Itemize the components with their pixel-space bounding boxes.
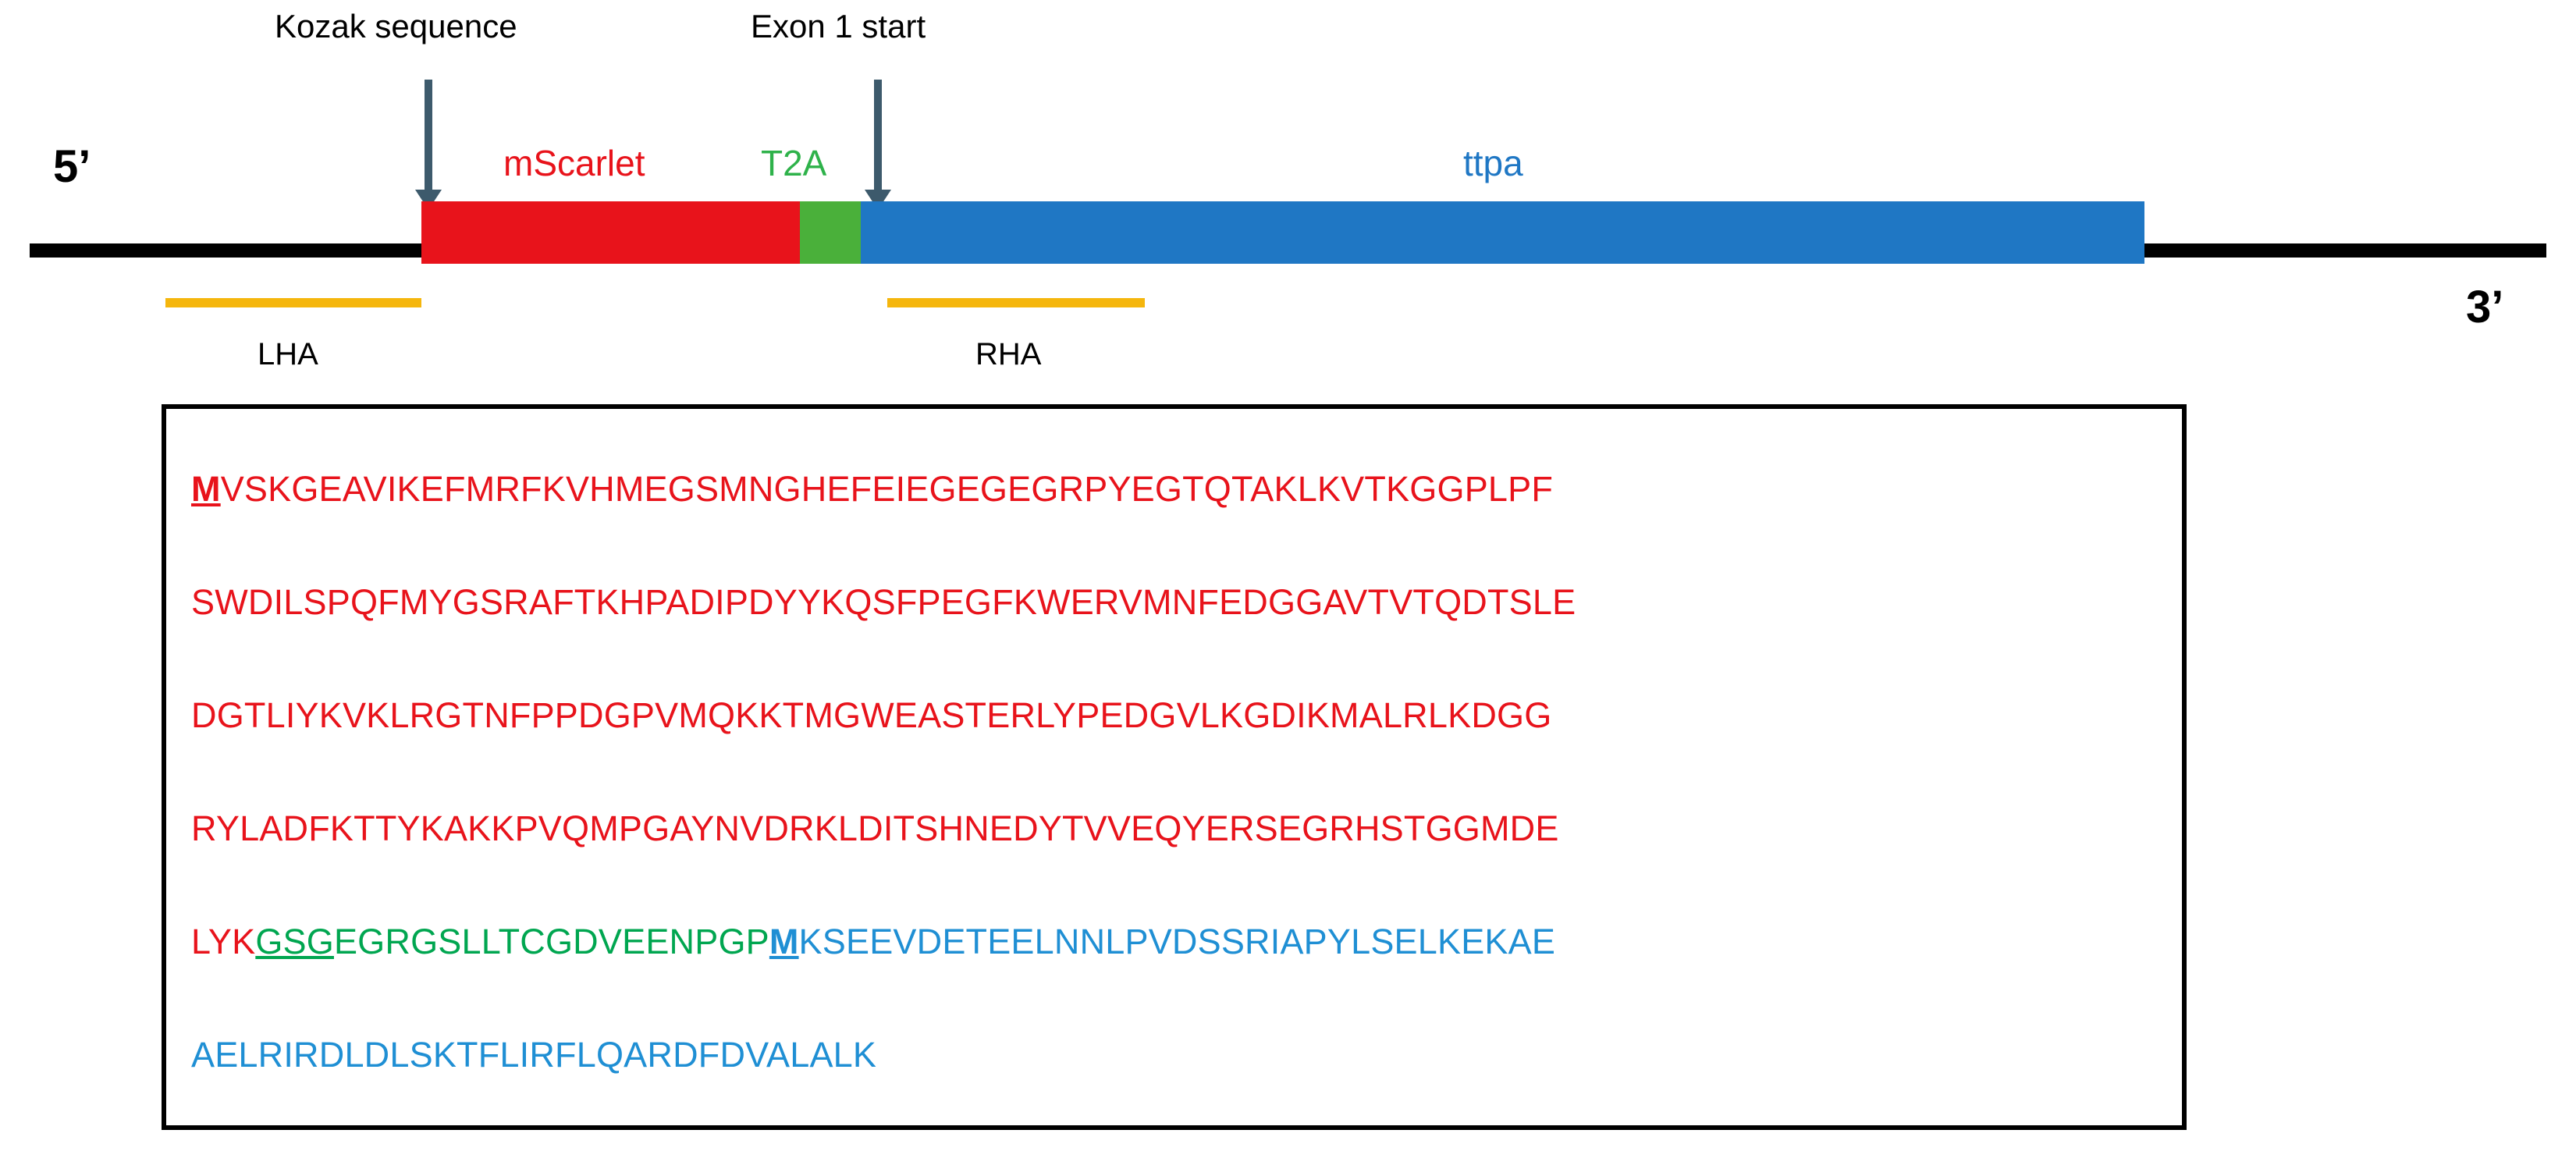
exon1-annotation-label: Exon 1 start [751,8,926,44]
five-prime-label: 5’ [53,141,91,192]
three-prime-label: 3’ [2466,282,2504,332]
exon1-arrow-shaft [874,80,882,193]
sequence-segment-green: GSG [255,922,334,961]
sequence-line-3: DGTLIYKVKLRGTNFPPDGPVMQKKTMGWEASTERLYPED… [191,659,2166,772]
sequence-line-4: RYLADFKTTYKAKKPVQMPGAYNVDRKLDITSHNEDYTVV… [191,772,2166,885]
protein-sequence-box: MVSKGEAVIKEFMRFKVHMEGSMNGHEFEIEGEGEGRPYE… [162,404,2187,1130]
sequence-segment-red: LYK [191,922,256,961]
rha-label: RHA [975,337,1042,371]
sequence-segment-blue: M [769,922,799,961]
sequence-segment-red: VSKGEAVIKEFMRFKVHMEGSMNGHEFEIEGEGEGRPYEG… [220,469,1554,509]
construct-diagram: 5’ Kozak sequence Exon 1 start mScarlet … [0,0,2576,390]
ttpa-label: ttpa [1463,143,1523,183]
lha-label: LHA [258,337,318,371]
rha-bar [887,298,1145,307]
sequence-segment-red: M [191,469,221,509]
t2a-block [800,201,861,264]
sequence-line-6: AELRIRDLDLSKTFLIRFLQARDFDVALALK [191,998,2166,1111]
sequence-segment-blue: AELRIRDLDLSKTFLIRFLQARDFDVALALK [191,1035,877,1075]
lha-bar [165,298,421,307]
mscarlet-label: mScarlet [503,143,645,183]
kozak-arrow-shaft [425,80,432,193]
sequence-line-5: LYKGSGEGRGSLLTCGDVEENPGPMKSEEVDETEELNNLP… [191,885,2166,998]
sequence-line-2: SWDILSPQFMYGSRAFTKHPADIPDYYKQSFPEGFKWERV… [191,545,2166,659]
sequence-segment-red: DGTLIYKVKLRGTNFPPDGPVMQKKTMGWEASTERLYPED… [191,695,1552,735]
protein-sequence-lines: MVSKGEAVIKEFMRFKVHMEGSMNGHEFEIEGEGEGRPYE… [191,432,2166,1111]
sequence-segment-blue: KSEEVDETEELNNLPVDSSRIAPYLSELKEKAE [798,922,1556,961]
t2a-label: T2A [761,143,827,183]
sequence-segment-red: RYLADFKTTYKAKKPVQMPGAYNVDRKLDITSHNEDYTVV… [191,808,1559,848]
sequence-line-1: MVSKGEAVIKEFMRFKVHMEGSMNGHEFEIEGEGEGRPYE… [191,432,2166,545]
ttpa-block [861,201,2144,264]
sequence-segment-red: SWDILSPQFMYGSRAFTKHPADIPDYYKQSFPEGFKWERV… [191,582,1576,622]
kozak-annotation-label: Kozak sequence [275,8,517,44]
mscarlet-block [421,201,800,264]
sequence-segment-green: EGRGSLLTCGDVEENPGP [333,922,769,961]
